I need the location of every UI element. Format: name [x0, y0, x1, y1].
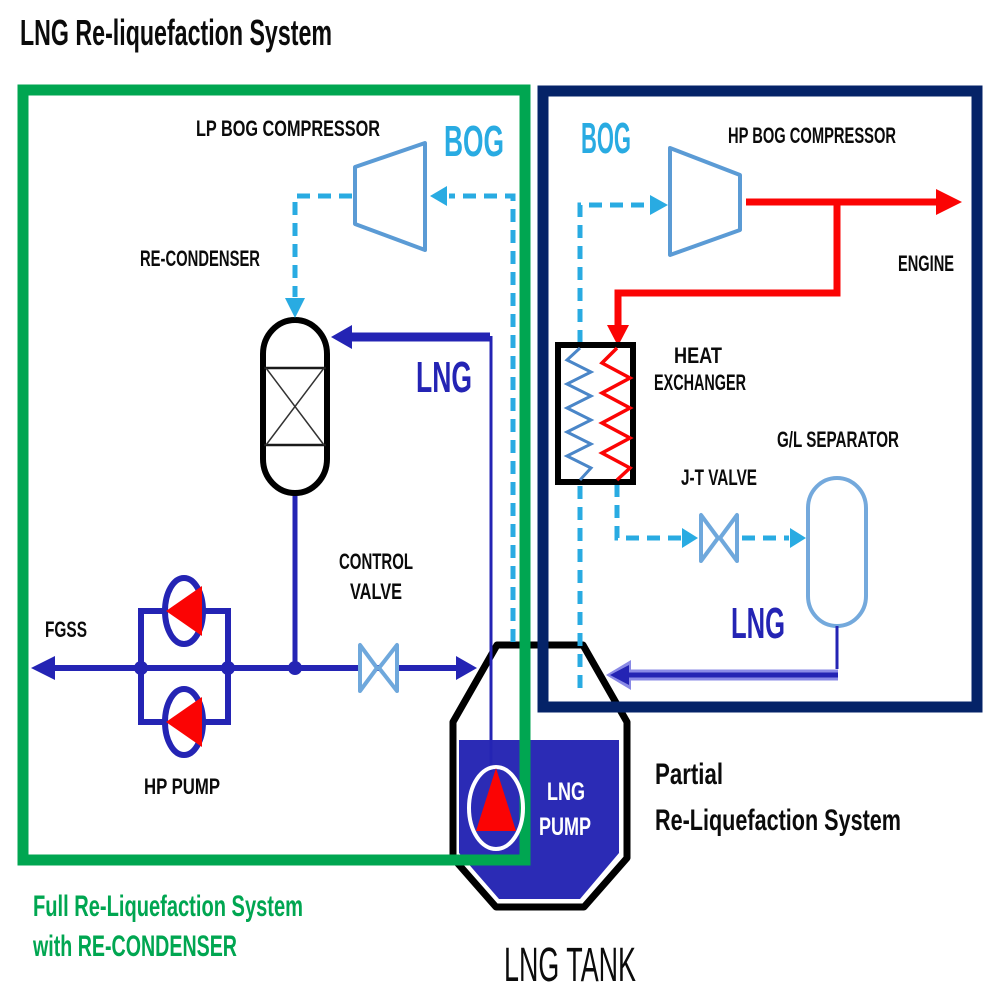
- re-condenser-label: RE-CONDENSER: [140, 246, 260, 271]
- hx-to-jt-valve: [614, 484, 681, 541]
- lp-bog-compressor: [353, 141, 427, 252]
- partial-system-caption-line2: Re-Liquefaction System: [655, 804, 901, 837]
- full-system-boundary: [17, 84, 531, 866]
- bog-label-left: BOG: [444, 117, 504, 166]
- lng-pump-label-line2: PUMP: [539, 813, 591, 841]
- lng-return-arrow: [610, 665, 629, 685]
- heat-exchanger-cold-coil: [563, 346, 595, 482]
- re-condenser-trays: [264, 366, 326, 447]
- bog-tank-to-lp-compressor: [449, 193, 516, 642]
- engine-label: ENGINE: [898, 251, 954, 276]
- bog-label-right: BOG: [581, 114, 631, 163]
- re-condenser: [260, 317, 330, 496]
- hp-pump-label: HP PUMP: [144, 774, 220, 799]
- full-system-caption-line2: with RE-CONDENSER: [32, 930, 237, 963]
- junction-dot: [288, 661, 302, 675]
- lp-bog-compressor-label: LP BOG COMPRESSOR: [196, 116, 380, 141]
- control-valve-label-line1: CONTROL: [339, 549, 413, 574]
- recondenser-bog-arrow: [285, 298, 305, 318]
- page-title: LNG Re-liquefaction System: [20, 12, 332, 53]
- gl-separator-label: G/L SEPARATOR: [777, 427, 899, 452]
- full-system-caption-line1: Full Re-Liquefaction System: [33, 890, 303, 923]
- hx-hot-inlet-arrow: [607, 325, 629, 346]
- heat-exchanger-label-line1: HEAT: [674, 343, 722, 368]
- re-condenser-packing: [265, 367, 325, 446]
- jt-valve-right: [718, 513, 739, 563]
- lng-tank-label: LNG TANK: [504, 939, 636, 992]
- gl-separator: [806, 476, 868, 628]
- control-valve-label-line2: VALVE: [350, 579, 402, 604]
- lng-pump-label-line1: LNG: [547, 778, 585, 806]
- hp-compressor-inlet-arrow: [650, 195, 668, 215]
- hot-gas-branch-line: [614, 202, 841, 327]
- control-valve-right: [377, 643, 399, 693]
- jt-valve-label: J-T VALVE: [681, 465, 757, 490]
- control-valve: [358, 643, 399, 693]
- tank-inlet-arrow: [456, 656, 477, 680]
- lng-pump-symbol: [467, 765, 525, 851]
- control-valve-left: [358, 643, 379, 693]
- jt-valve-left: [699, 513, 720, 563]
- engine-arrow: [936, 189, 962, 215]
- hp-pump-bottom-rotor: [166, 697, 202, 747]
- jt-valve-inlet-arrow: [682, 528, 698, 548]
- hp-pump-symbols: [162, 575, 206, 758]
- lng-label-left: LNG: [416, 353, 472, 402]
- separator-inlet-arrow: [790, 528, 806, 548]
- lp-compressor-inlet-arrow: [430, 186, 447, 206]
- heat-exchanger-hot-coil: [598, 346, 634, 482]
- lp-compressor-to-recondenser: [292, 193, 352, 297]
- lng-pump-rotor: [476, 768, 516, 831]
- junction-dot: [134, 661, 148, 675]
- lng-label-right: LNG: [731, 599, 785, 648]
- heat-exchanger-label-line2: EXCHANGER: [654, 370, 746, 395]
- hp-bog-compressor-label: HP BOG COMPRESSOR: [728, 123, 896, 148]
- lng-pump-casing: [467, 765, 525, 851]
- partial-system-caption-line1: Partial: [655, 758, 723, 791]
- heat-exchanger: [555, 342, 636, 485]
- jt-valve: [699, 513, 739, 563]
- hp-bog-compressor: [668, 146, 742, 257]
- bog-hx-to-hp-compressor: [577, 202, 649, 343]
- partial-system-boundary: [537, 85, 983, 713]
- fgss-label: FGSS: [45, 617, 87, 642]
- junction-dot: [221, 661, 235, 675]
- fgss-arrow: [31, 656, 55, 680]
- hp-pump-top-rotor: [166, 586, 202, 636]
- recondenser-lng-arrow: [331, 325, 352, 349]
